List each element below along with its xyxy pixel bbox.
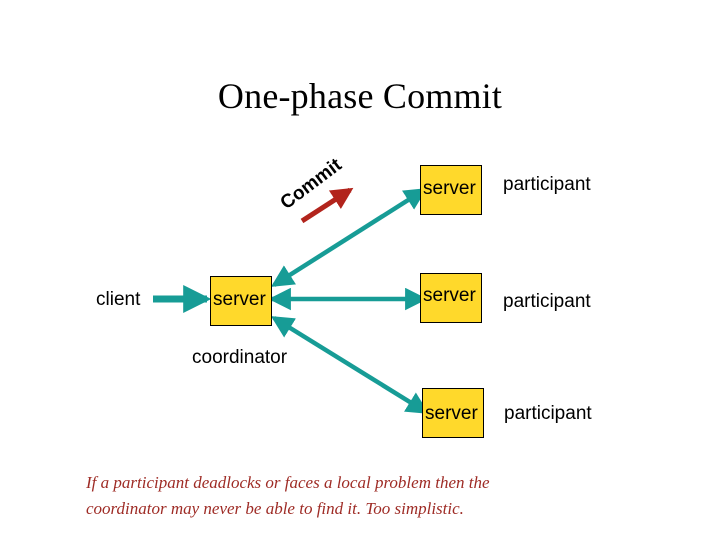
participant-1-box-label: server [423,178,476,199]
participant-3-role-label: participant [504,403,592,424]
client-label: client [96,289,141,310]
caption-line-1: If a participant deadlocks or faces a lo… [86,473,490,492]
participant-3-box-label: server [425,403,478,424]
connector-coordinator-to-participant-1 [270,188,428,287]
commit-direction-arrow [300,187,354,224]
participant-3-node-box[interactable] [422,388,484,438]
coordinator-box-label: server [213,289,266,310]
page-title: One-phase Commit [217,76,503,116]
connector-coordinator-to-participant-3 [270,316,430,414]
coordinator-node-box[interactable] [210,276,272,326]
caption-block: If a participant deadlocks or faces a lo… [86,470,646,523]
participant-1-node-box[interactable] [420,165,482,215]
participant-2-role-label: participant [503,291,591,312]
coordinator-role-label: coordinator [192,347,288,368]
caption-line-2: coordinator may never be able to find it… [86,499,464,519]
participant-1-role-label: participant [503,174,591,195]
participant-2-node-box[interactable] [420,273,482,323]
participant-2-box-label: server [423,285,476,306]
